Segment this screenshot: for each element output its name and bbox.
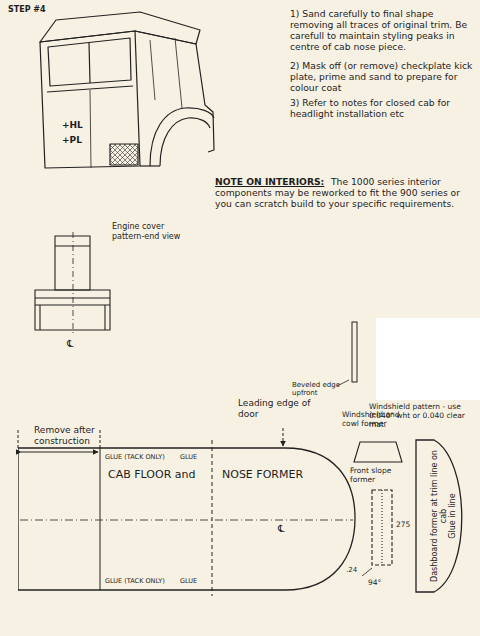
- windshield-pattern: [337, 322, 357, 386]
- dimension-label: 275: [396, 520, 410, 529]
- part-name: NOSE FORMER: [222, 468, 303, 481]
- centerline-symbol: ℄: [67, 338, 73, 350]
- part-label: Engine cover pattern-end view: [112, 222, 184, 241]
- part-label: Glue in line: [449, 445, 458, 587]
- callout-text: +HL: [62, 120, 83, 131]
- note-text: Beveled edge upfront: [292, 381, 342, 398]
- part-name: CAB FLOOR and: [108, 468, 195, 481]
- dimension-label: Remove after construction: [34, 425, 104, 447]
- glue-note: GLUE: [178, 578, 199, 586]
- cut-line: [100, 448, 101, 590]
- blank-patch: [376, 318, 480, 400]
- dashboard-former: Dashboard former at trim line on cabGlue…: [414, 438, 474, 594]
- note-text: 1) Sand carefully to final shape removin…: [290, 8, 476, 52]
- note-text: 3) Refer to notes for closed cab for hea…: [290, 97, 476, 119]
- dimension-label: .24: [346, 566, 357, 574]
- cab-floor-outline: CAB FLOOR and NOSE FORMER: [18, 440, 360, 596]
- door-line: [212, 440, 213, 596]
- note-heading: NOTE ON INTERIORS:: [215, 176, 324, 187]
- centerline: [20, 520, 353, 521]
- formers: [354, 442, 402, 576]
- callout-text: +PL: [62, 135, 82, 146]
- rotated-text: Dashboard former at trim line on cabGlue…: [430, 445, 458, 587]
- note-text: The 1000 series interior components may …: [215, 176, 477, 209]
- engine-cover-pattern: [35, 232, 110, 336]
- part-label: Front slope former: [350, 466, 412, 484]
- step-title: STEP #4: [8, 5, 46, 15]
- callout-text: Leading edge of door: [238, 398, 316, 420]
- cab-drawing: [40, 12, 214, 168]
- floor-outline: [18, 448, 355, 590]
- glue-note: GLUE (TACK ONLY): [103, 454, 167, 462]
- note-text: 2) Mask off (or remove) checkplate kick …: [290, 60, 476, 93]
- glue-note: GLUE (TACK ONLY): [103, 578, 167, 586]
- centerline-symbol: ℄: [276, 523, 286, 535]
- dimension-label: 94°: [368, 578, 381, 587]
- part-label: Windshield and cowl former: [342, 410, 404, 428]
- glue-note: GLUE: [178, 454, 199, 462]
- former-outline: [416, 440, 462, 592]
- node-outline: [18, 440, 360, 596]
- part-label: Dashboard former at trim line on cab: [430, 445, 448, 587]
